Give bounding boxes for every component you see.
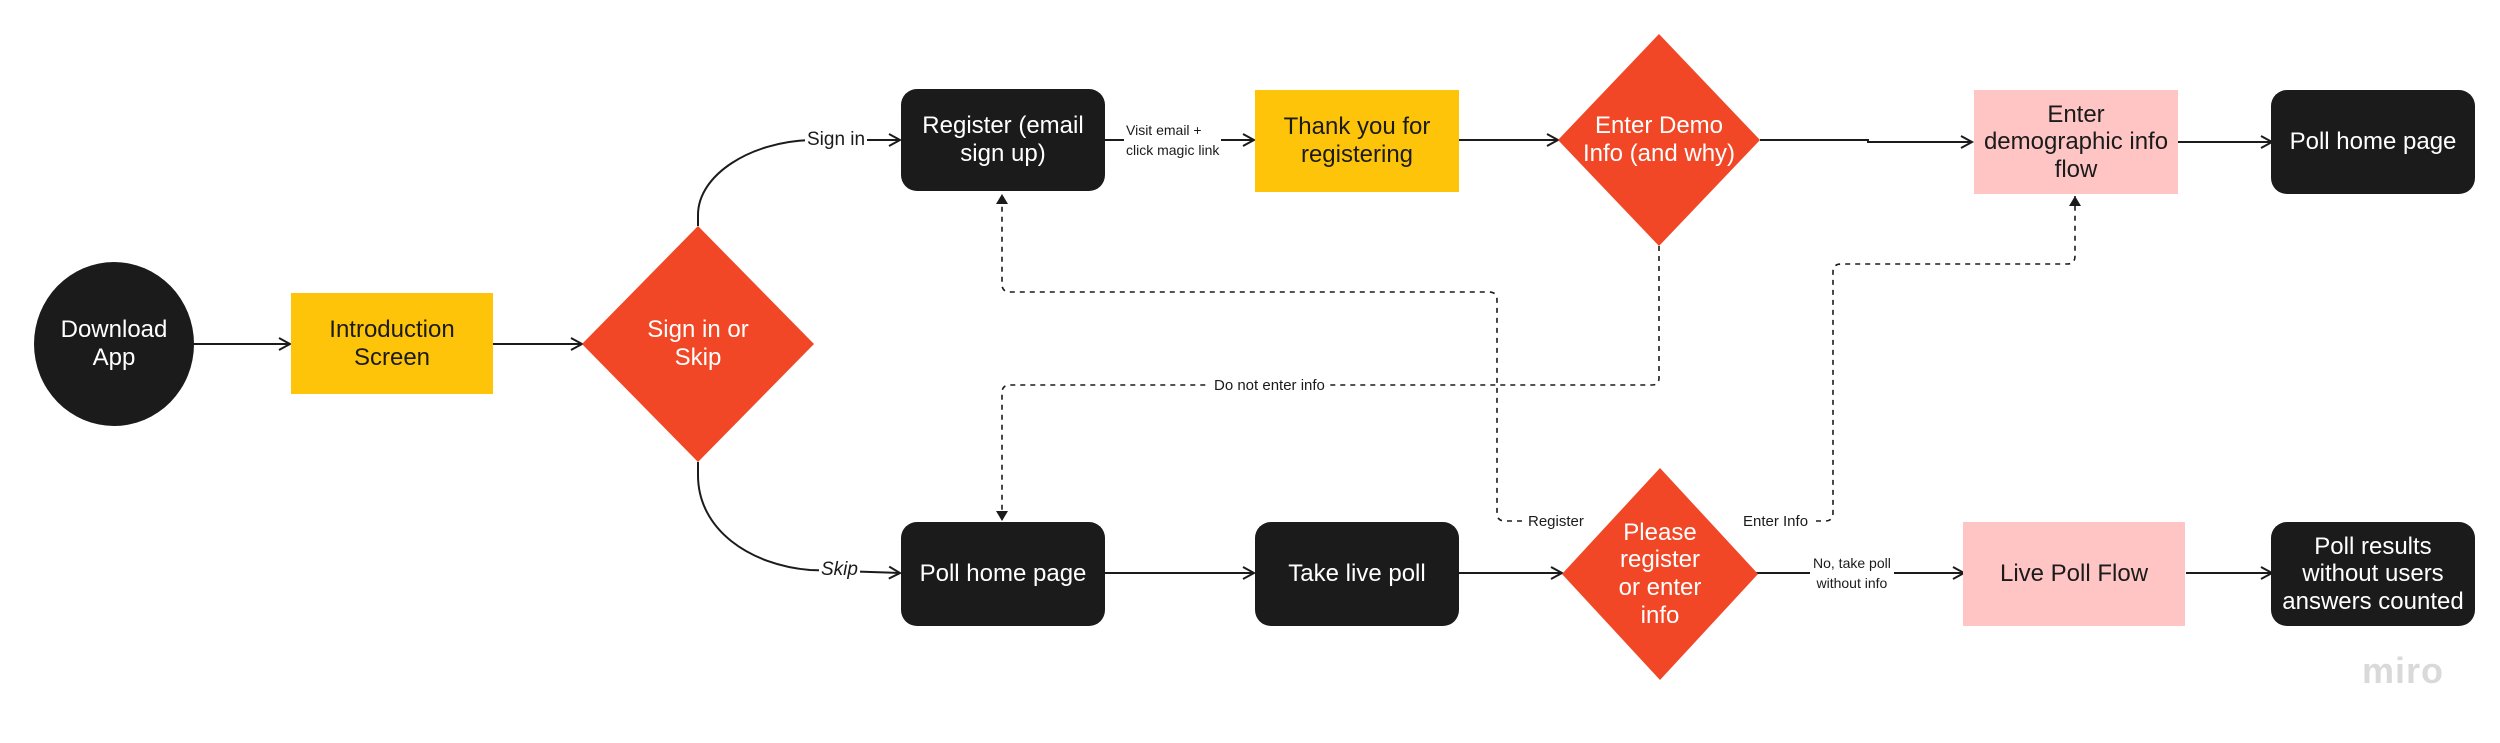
edge-label-no-take-poll: No, take poll without info <box>1810 553 1894 594</box>
node-introduction-screen[interactable]: Introduction Screen <box>291 293 493 394</box>
edge-skip-to-poll-home <box>697 462 903 580</box>
node-download-app[interactable]: Download App <box>34 262 194 426</box>
edge-label-sign-in: Sign in <box>805 128 868 153</box>
node-poll-results-label: Poll results without users answers count… <box>2282 532 2464 615</box>
node-poll-home-bottom-label: Poll home page <box>919 560 1087 588</box>
edge-please-to-register-dashed <box>996 194 1562 522</box>
node-enter-demo-info[interactable]: Enter Demo Info (and why) <box>1558 34 1760 246</box>
node-take-live-poll-label: Take live poll <box>1288 560 1426 588</box>
node-introduction-screen-label: Introduction Screen <box>329 315 455 371</box>
diamond-shape <box>1558 34 1760 246</box>
node-poll-results[interactable]: Poll results without users answers count… <box>2271 522 2475 626</box>
diamond-shape <box>582 226 814 462</box>
edge-label-enter-info: Enter Info <box>1740 512 1812 532</box>
node-demographic-flow[interactable]: Enter demographic info flow <box>1974 90 2178 194</box>
node-please-register[interactable]: Please register or enter info <box>1562 468 1758 680</box>
node-thank-you-label: Thank you for registering <box>1283 113 1431 168</box>
node-poll-home-bottom[interactable]: Poll home page <box>901 522 1105 626</box>
node-register[interactable]: Register (email sign up) <box>901 89 1105 191</box>
edge-label-register: Register <box>1525 512 1587 532</box>
node-take-live-poll[interactable]: Take live poll <box>1255 522 1459 626</box>
edge-signin-to-register <box>697 133 903 226</box>
edge-label-skip: Skip <box>819 558 860 583</box>
node-poll-home-top-label: Poll home page <box>2289 128 2457 156</box>
node-please-register-label: Please register or enter info <box>1618 518 1702 629</box>
node-thank-you[interactable]: Thank you for registering <box>1255 90 1459 192</box>
node-enter-demo-info-label: Enter Demo Info (and why) <box>1582 112 1736 167</box>
node-sign-in-or-skip-label: Sign in or Skip <box>647 316 749 371</box>
node-demographic-flow-label: Enter demographic info flow <box>1983 100 2169 183</box>
edge-label-visit-email: Visit email + click magic link <box>1124 120 1222 161</box>
node-live-poll-flow[interactable]: Live Poll Flow <box>1963 522 2185 626</box>
diamond-shape <box>1562 468 1758 680</box>
edge-please-to-demoflow-dashed <box>1756 196 2081 522</box>
edge-demo-to-pollhome-dashed <box>996 246 1660 521</box>
node-register-label: Register (email sign up) <box>922 112 1084 167</box>
edge-demo-to-demoflow <box>1760 135 1975 149</box>
node-download-app-label: Download App <box>60 316 168 371</box>
miro-logo: miro <box>2362 650 2445 691</box>
edge-label-do-not-enter: Do not enter info <box>1210 376 1329 396</box>
node-poll-home-top[interactable]: Poll home page <box>2271 90 2475 194</box>
node-sign-in-or-skip[interactable]: Sign in or Skip <box>582 226 814 462</box>
node-live-poll-flow-label: Live Poll Flow <box>1999 560 2149 588</box>
